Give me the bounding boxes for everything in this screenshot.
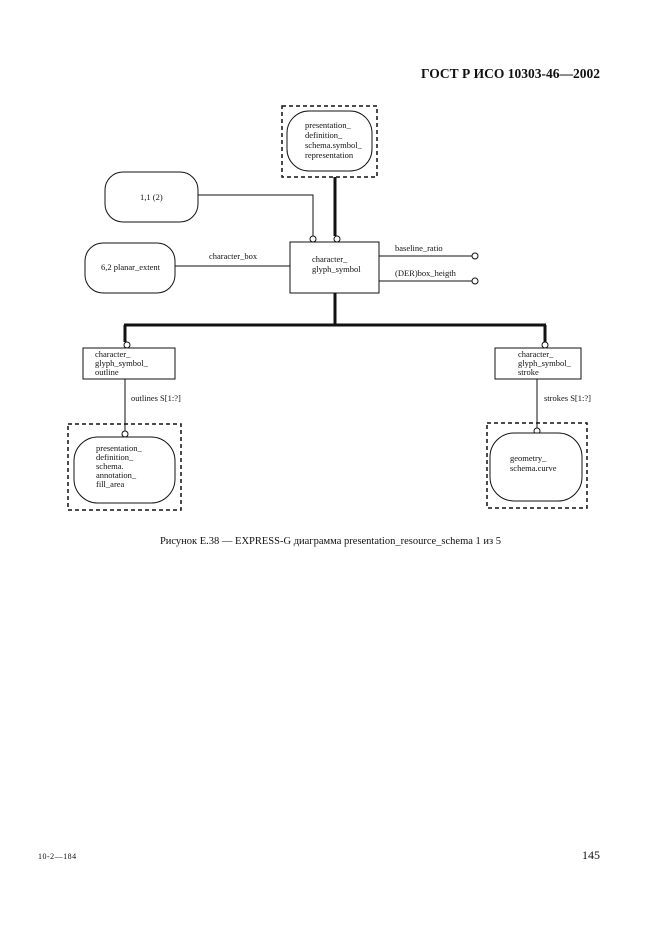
outlines-end-circle: [121, 430, 129, 438]
label-outlines: outlines S[1:?]: [131, 393, 181, 403]
planar-extent-node: [84, 242, 176, 294]
cgs-node: [289, 241, 380, 294]
planar-extent-label: 6,2 planar_extent: [101, 262, 161, 272]
label-box-height: (DER)box_heigth: [395, 268, 457, 278]
ref-1-1-node: [104, 171, 199, 223]
cgs-stroke-line-1: character_: [518, 349, 554, 359]
cgs-stroke-node: [494, 347, 582, 380]
annotation-fill-area-line-2: definition_: [96, 452, 134, 462]
subtype-right-circle: [541, 341, 549, 349]
pres-symbol-rep-line-3: schema.symbol_: [305, 140, 363, 150]
annotation-fill-area-line-4: annotation_: [96, 470, 137, 480]
pres-symbol-rep-line-1: presentation_: [305, 120, 352, 130]
pres-symbol-rep-dashed-box: [281, 105, 378, 178]
cgs-stroke-line-2: glyph_symbol_: [518, 358, 572, 368]
cgs-stroke-line-3: stroke: [518, 367, 539, 377]
baseline-ratio-end-circle: [471, 252, 479, 260]
label-strokes: strokes S[1:?]: [544, 393, 591, 403]
pres-symbol-rep-line-4: representation: [305, 150, 354, 160]
pres-symbol-rep-line-2: definition_: [305, 130, 343, 140]
label-character-box: character_box: [209, 251, 258, 261]
ref-1-1-end-circle: [309, 235, 317, 243]
geometry-curve-dashed-box: [486, 422, 588, 509]
box-height-end-circle: [471, 277, 479, 285]
ref-1-1-line: [198, 194, 314, 236]
annotation-fill-area-dashed-box: [67, 423, 182, 511]
supertype-end-circle: [333, 235, 341, 243]
cgs-outline-node: [82, 347, 176, 380]
annotation-fill-area-line-5: fill_area: [96, 479, 125, 489]
pres-symbol-rep-node: [286, 110, 373, 172]
cgs-outline-line-3: outline: [95, 367, 119, 377]
subtype-left-circle: [123, 341, 131, 349]
geometry-curve-node: [489, 432, 583, 502]
page-number: 145: [582, 848, 600, 862]
cgs-outline-line-2: glyph_symbol_: [95, 358, 149, 368]
figure-caption: Рисунок E.38 — EXPRESS-G диаграмма prese…: [159, 536, 502, 547]
annotation-fill-area-line-3: schema.: [96, 461, 124, 471]
geometry-curve-line-1: geometry_: [510, 453, 547, 463]
ref-1-1-label: 1,1 (2): [140, 192, 163, 202]
standard-title: ГОСТ Р ИСО 10303-46—2002: [420, 66, 600, 81]
cgs-line-2: glyph_symbol: [312, 264, 361, 274]
annotation-fill-area-node: [73, 436, 176, 504]
label-baseline-ratio: baseline_ratio: [395, 243, 443, 253]
geometry-curve-line-2: schema.curve: [510, 463, 557, 473]
cgs-outline-line-1: character_: [95, 349, 131, 359]
footer-code: 10-2—184: [38, 852, 77, 861]
annotation-fill-area-line-1: presentation_: [96, 443, 143, 453]
cgs-line-1: character_: [312, 254, 348, 264]
